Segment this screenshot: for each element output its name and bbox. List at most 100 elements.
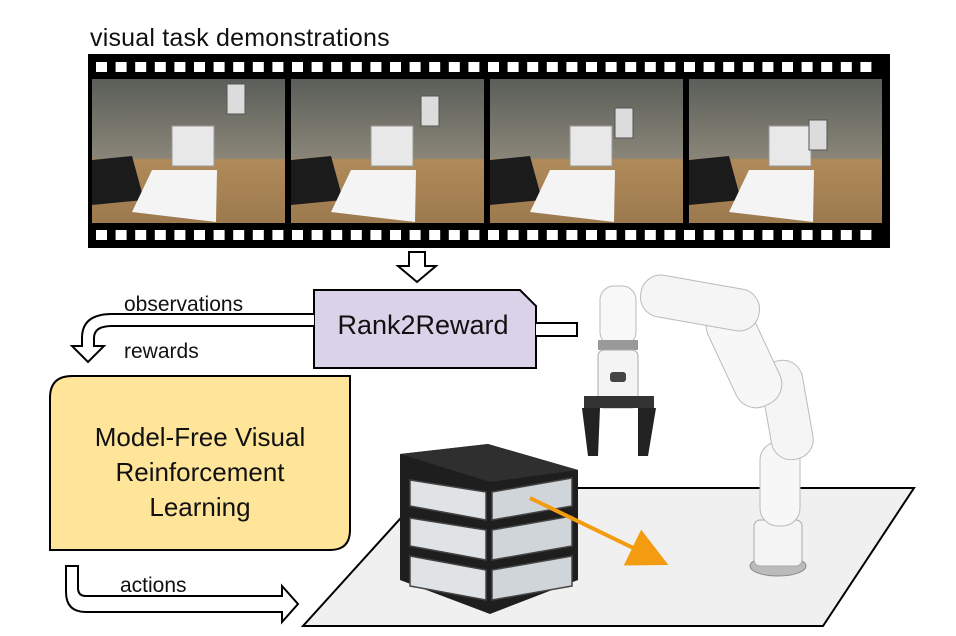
film-frame (689, 79, 882, 223)
robot-connector (536, 322, 578, 337)
rewards-label: rewards (124, 340, 199, 363)
film-sprocket-hole (605, 62, 617, 72)
film-sprocket-hole (468, 230, 480, 240)
film-sprocket-hole (390, 62, 401, 72)
film-sprocket-hole (860, 230, 872, 240)
rl-label-line3: Learning (149, 492, 251, 522)
film-sprocket-hole (742, 230, 754, 240)
film-sprocket-hole (762, 230, 774, 240)
film-sprocket-hole (625, 62, 637, 72)
observations-label: observations (124, 293, 244, 316)
rank2reward-label: Rank2Reward (337, 310, 509, 340)
film-sprocket-hole (174, 62, 186, 72)
film-sprocket-hole (527, 230, 539, 240)
film-sprocket-hole (194, 62, 205, 72)
film-sprocket-hole (566, 62, 578, 72)
film-frame (92, 79, 285, 223)
film-sprockets-bottom (96, 230, 872, 240)
page-title: visual task demonstrations (90, 24, 390, 52)
film-sprocket-hole (801, 230, 813, 240)
film-sprocket-hole (233, 230, 245, 240)
film-sprocket-hole (448, 230, 460, 240)
film-sprocket-hole (488, 230, 499, 240)
film-strip (88, 54, 890, 248)
film-sprocket-hole (135, 230, 147, 240)
film-sprocket-hole (546, 230, 558, 240)
actions-label: actions (120, 574, 187, 597)
film-sprocket-hole (507, 62, 519, 72)
film-sprocket-hole (135, 62, 147, 72)
film-sprocket-hole (409, 62, 421, 72)
actions-arrow (65, 565, 300, 625)
film-sprocket-hole (96, 62, 107, 72)
film-sprocket-hole (840, 230, 852, 240)
film-sprocket-hole (292, 62, 303, 72)
film-sprocket-hole (115, 62, 127, 72)
film-sprocket-hole (782, 230, 793, 240)
film-sprocket-hole (821, 62, 833, 72)
film-sprocket-hole (409, 230, 421, 240)
drawer-unit (400, 444, 578, 614)
film-sprocket-hole (742, 62, 754, 72)
rl-label-line1: Model-Free Visual (94, 422, 306, 452)
film-sprocket-hole (194, 230, 205, 240)
film-frame (490, 79, 683, 223)
film-sprocket-hole (272, 62, 284, 72)
film-sprockets-top (96, 62, 872, 72)
observations-rewards-arrow (69, 313, 314, 364)
film-sprocket-hole (272, 230, 284, 240)
film-sprocket-hole (527, 62, 539, 72)
film-sprocket-hole (546, 62, 558, 72)
film-sprocket-hole (252, 62, 264, 72)
film-frames (92, 79, 882, 223)
film-sprocket-hole (154, 230, 166, 240)
film-sprocket-hole (703, 62, 715, 72)
film-sprocket-hole (370, 230, 382, 240)
film-sprocket-hole (644, 62, 656, 72)
workspace-plane (300, 487, 916, 627)
film-sprocket-hole (174, 230, 186, 240)
film-sprocket-hole (860, 62, 872, 72)
film-sprocket-hole (252, 230, 264, 240)
film-sprocket-hole (762, 62, 774, 72)
film-sprocket-hole (507, 230, 519, 240)
film-sprocket-hole (644, 230, 656, 240)
film-sprocket-hole (605, 230, 617, 240)
rl-label-line2: Reinforcement (115, 457, 285, 487)
motion-arrow (529, 496, 669, 566)
film-sprocket-hole (331, 62, 343, 72)
film-sprocket-hole (213, 62, 225, 72)
film-sprocket-hole (311, 62, 323, 72)
film-sprocket-hole (96, 230, 107, 240)
film-sprocket-hole (115, 230, 127, 240)
film-sprocket-hole (684, 62, 695, 72)
film-sprocket-hole (448, 62, 460, 72)
film-sprocket-hole (350, 62, 362, 72)
film-sprocket-hole (782, 62, 793, 72)
film-sprocket-hole (625, 230, 637, 240)
film-sprocket-hole (370, 62, 382, 72)
film-sprocket-hole (801, 62, 813, 72)
film-sprocket-hole (840, 62, 852, 72)
film-sprocket-hole (703, 230, 715, 240)
film-sprocket-hole (723, 62, 735, 72)
film-sprocket-hole (468, 62, 480, 72)
film-sprocket-hole (684, 230, 695, 240)
film-sprocket-hole (154, 62, 166, 72)
film-sprocket-hole (331, 230, 343, 240)
film-sprocket-hole (390, 230, 401, 240)
film-sprocket-hole (488, 62, 499, 72)
robot-arm-illustration (582, 274, 814, 577)
film-sprocket-hole (429, 230, 441, 240)
rl-label: Model-Free Visual Reinforcement Learning (50, 420, 350, 525)
rl-box (49, 375, 351, 551)
film-sprocket-hole (586, 230, 597, 240)
film-frame (291, 79, 484, 223)
film-sprocket-hole (586, 62, 597, 72)
film-sprocket-hole (821, 230, 833, 240)
film-sprocket-hole (350, 230, 362, 240)
film-sprocket-hole (429, 62, 441, 72)
down-arrow-icon (395, 251, 439, 284)
film-sprocket-hole (664, 230, 676, 240)
